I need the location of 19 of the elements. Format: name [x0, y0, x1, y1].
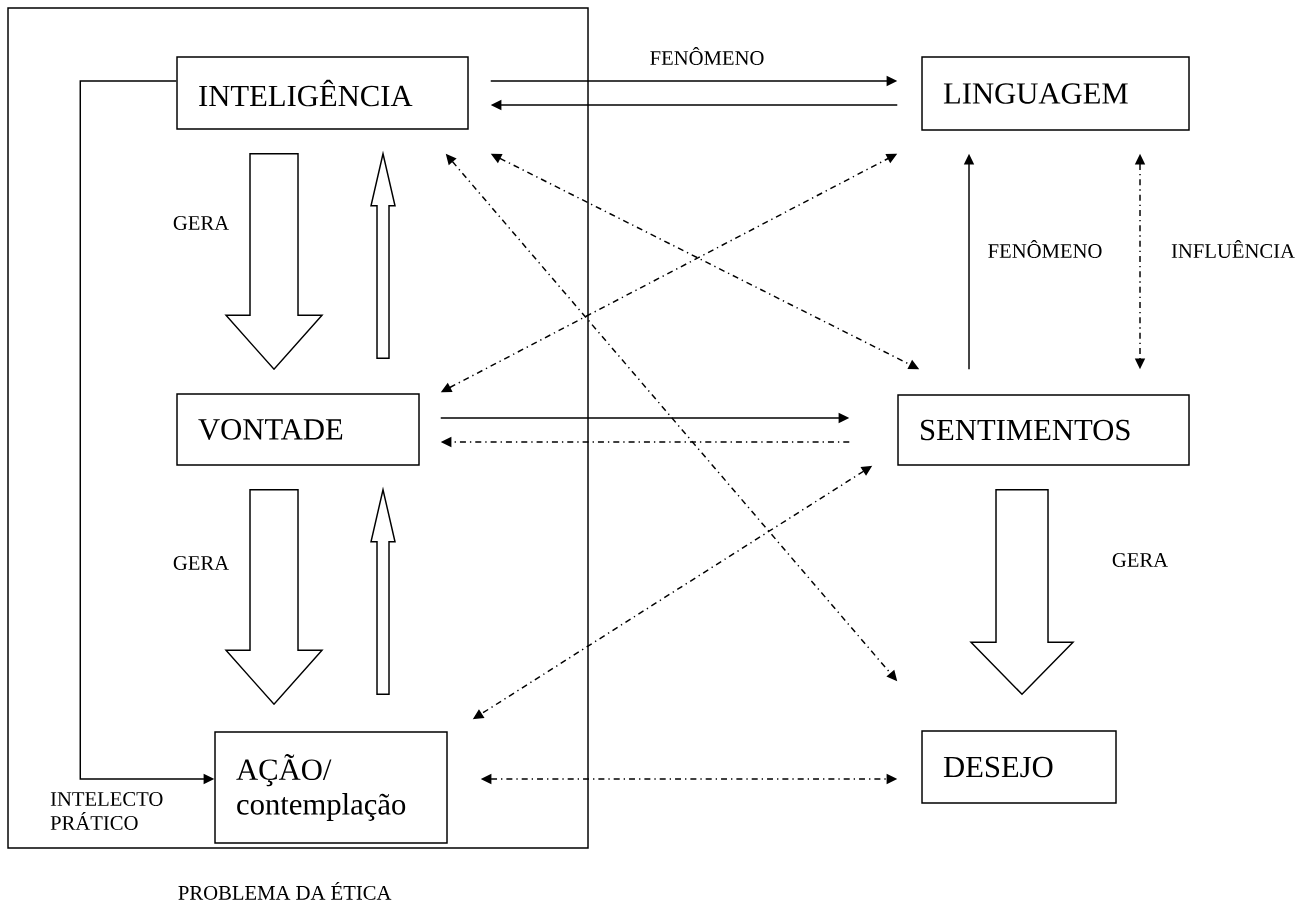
concept-box: VONTADE — [176, 393, 420, 466]
concept-box: LINGUAGEM — [921, 56, 1190, 131]
block-arrow — [370, 150, 396, 359]
edge-label: INFLUÊNCIA — [1169, 238, 1297, 260]
concept-box: SENTIMENTOS — [897, 394, 1190, 466]
concept-box: AÇÃO/ contemplação — [214, 731, 448, 844]
concept-box: DESEJO — [921, 730, 1117, 804]
block-arrow — [370, 486, 396, 695]
block-arrow — [969, 489, 1075, 696]
block-arrow — [224, 489, 324, 706]
node-label: PROBLEMA DA ÉTICA — [178, 881, 392, 900]
edge-label: GERA — [1110, 551, 1170, 569]
concept-box: INTELIGÊNCIA — [176, 56, 469, 130]
edge-label: FENÔMENO — [648, 45, 766, 67]
edge-label: GERA — [171, 214, 231, 232]
edge-label: INTELECTO PRÁTICO — [50, 792, 163, 830]
edge-label: GERA — [171, 554, 231, 572]
block-arrow — [224, 153, 324, 371]
edge-label: FENÔMENO — [986, 238, 1104, 260]
